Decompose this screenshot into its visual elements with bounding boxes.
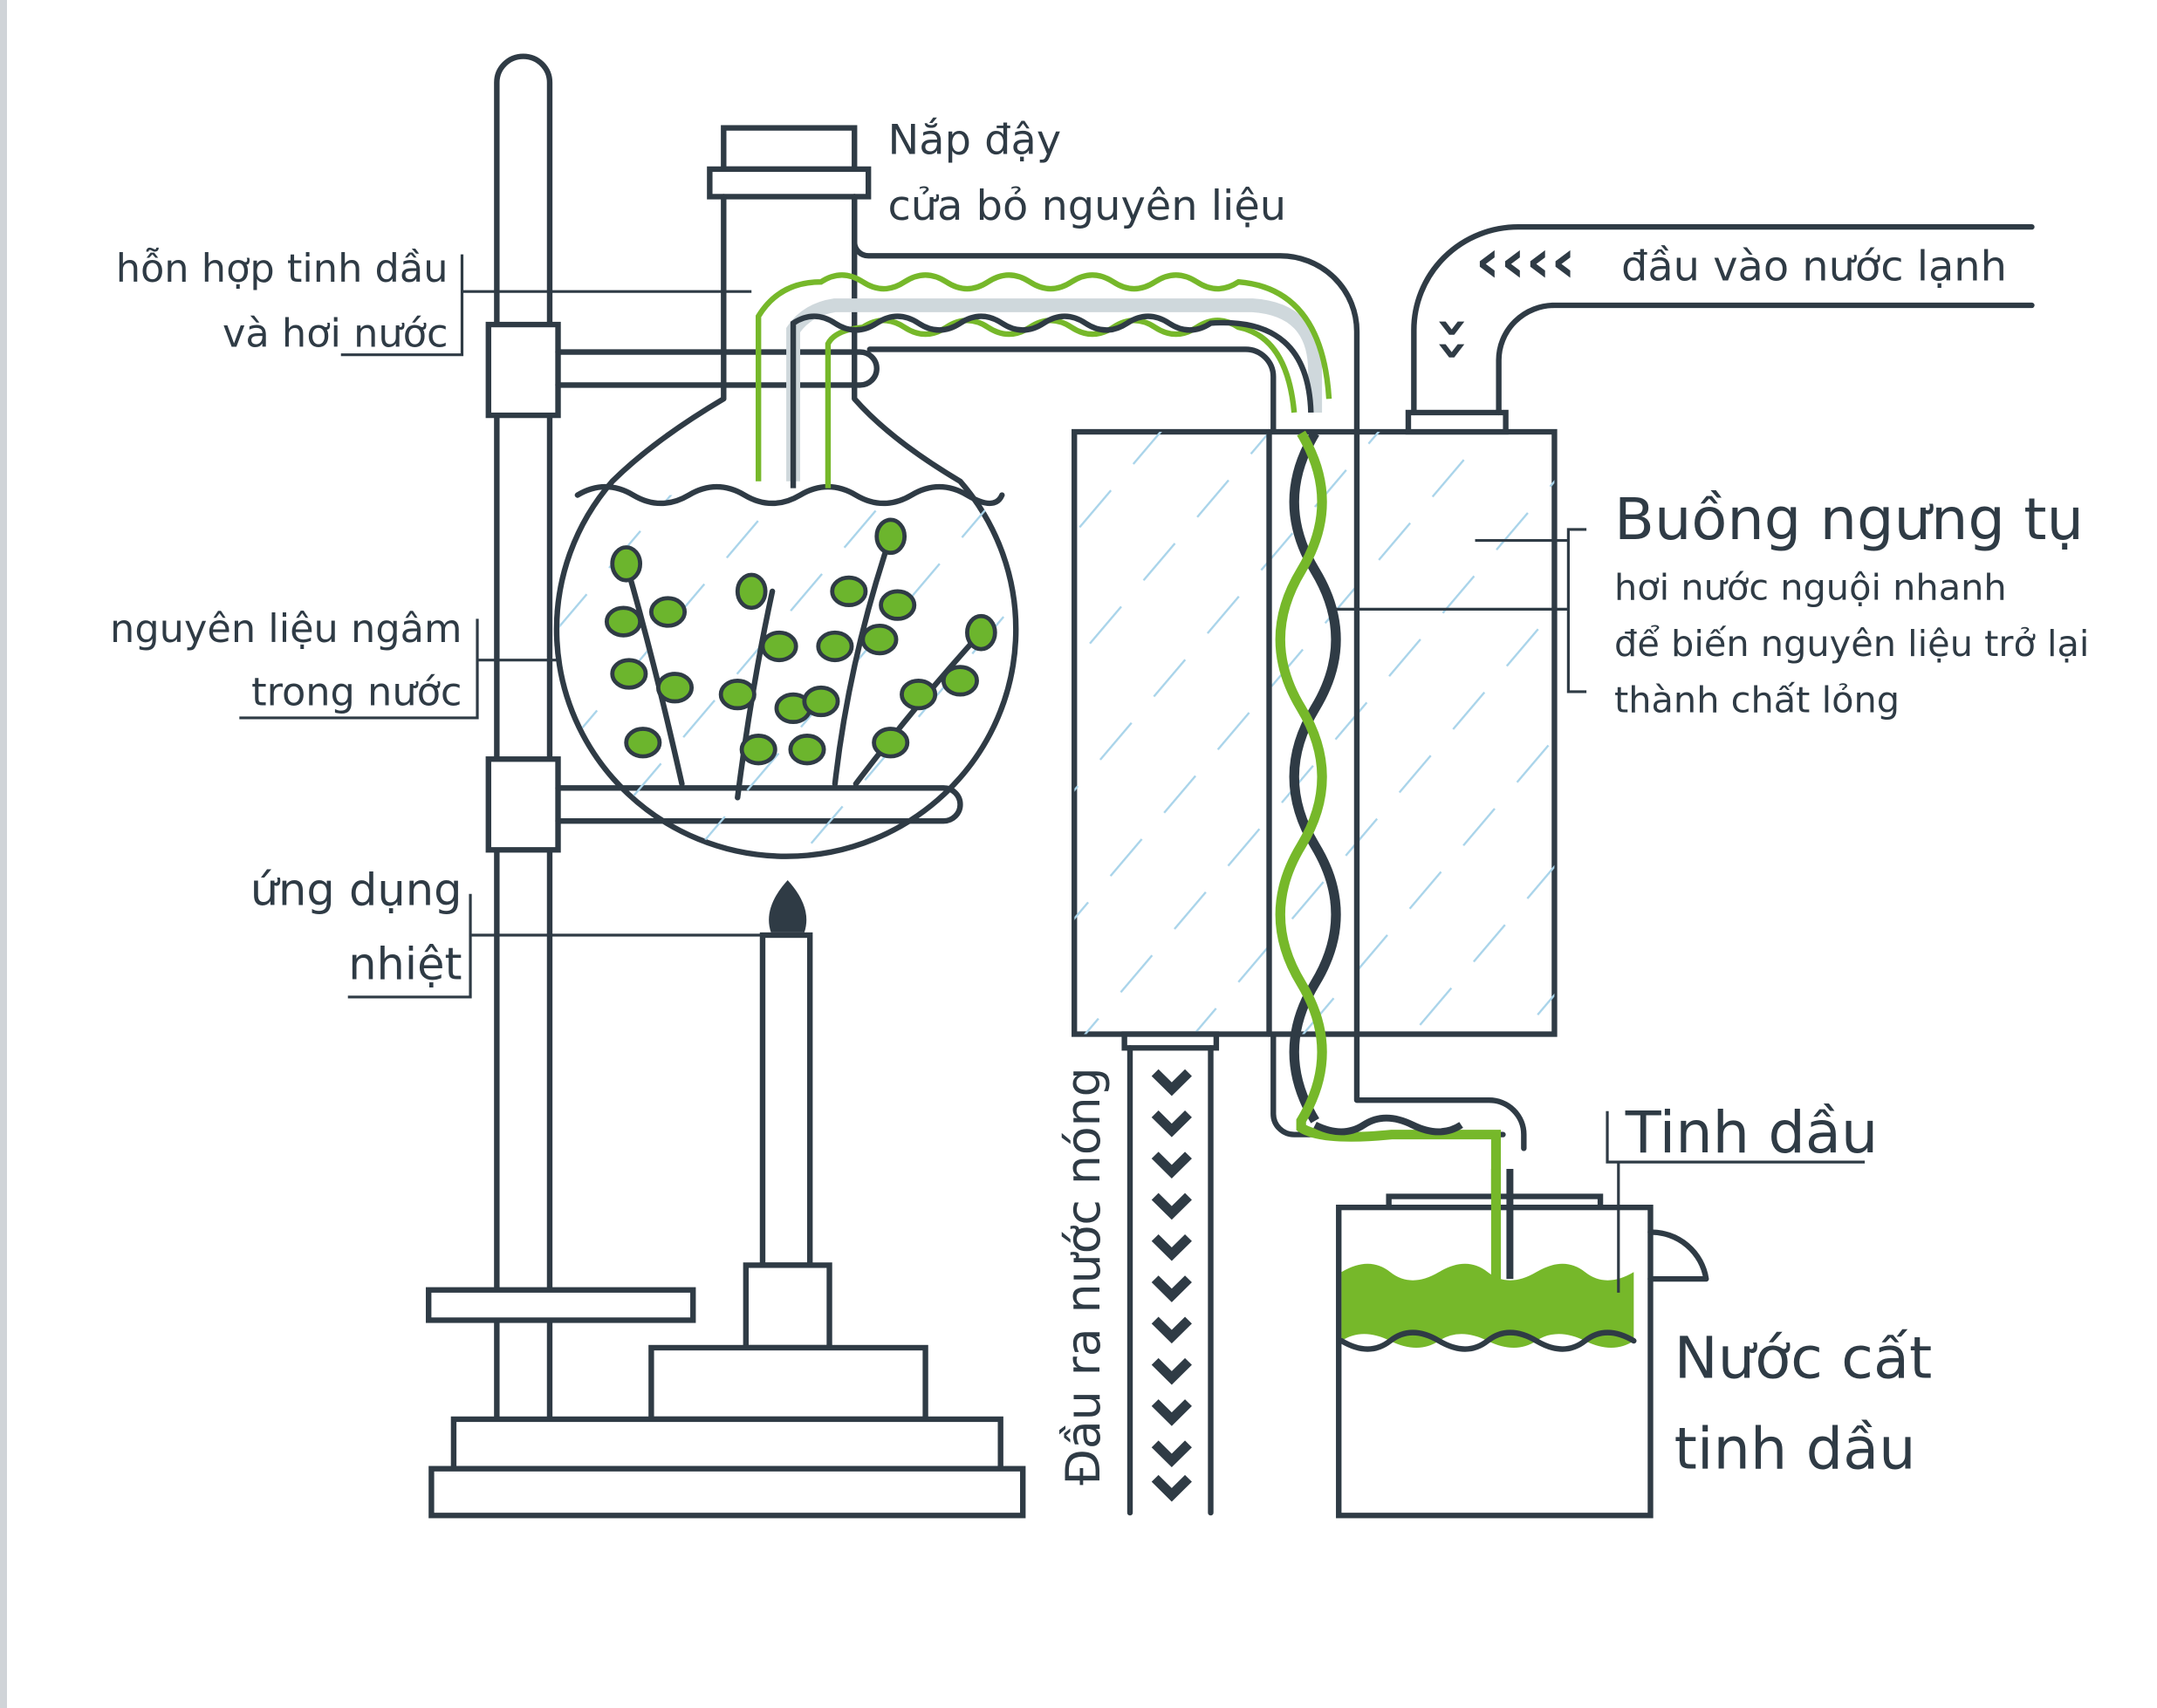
label-hydrosol-2: tinh dầu <box>1674 1415 1916 1483</box>
label-hot-out: Đầu ra nước nóng <box>1056 1067 1111 1485</box>
vapor-tube <box>755 194 1527 1151</box>
label-mixture-2: và hơi nước <box>223 312 449 357</box>
plant-material <box>604 517 997 801</box>
svg-text:‹‹‹‹: ‹‹‹‹ <box>1476 227 1577 297</box>
leader-lines <box>239 254 1866 1293</box>
label-condenser-desc-3: thành chất lỏng <box>1614 680 1900 721</box>
cold-water-inlet: ‹‹‹‹ ‹‹ <box>1405 223 2035 435</box>
label-cap: Nắp đậy <box>888 117 1062 165</box>
label-heat-1: ứng dụng <box>250 864 462 916</box>
label-heat-2: nhiệt <box>348 939 462 990</box>
stand-pole <box>494 53 553 1423</box>
lower-clamp <box>485 756 561 853</box>
burner <box>426 879 1026 1519</box>
label-cap-sub: cửa bỏ nguyên liệu <box>888 182 1287 230</box>
svg-text:‹‹: ‹‹ <box>1416 317 1481 362</box>
label-condenser-desc-2: để biến nguyên liệu trở lại <box>1614 623 2089 665</box>
label-condenser-title: Buồng ngưng tụ <box>1614 485 2084 553</box>
left-border <box>0 0 7 1708</box>
label-oil: Tinh dầu <box>1625 1098 1879 1166</box>
label-condenser-desc-1: hơi nước nguội nhanh <box>1614 567 2007 609</box>
hot-water-outlet <box>1121 1031 1220 1516</box>
receiving-vessel <box>1336 1169 1709 1519</box>
outflow-arrows-icon <box>1151 1069 1192 1502</box>
label-mixture-1: hỗn hợp tinh dầu <box>116 247 449 291</box>
condenser-chamber <box>1072 428 1558 1280</box>
flame-icon <box>769 879 807 933</box>
label-hydrosol-1: Nước cất <box>1674 1324 1933 1392</box>
label-material-2: trong nước <box>251 671 462 715</box>
label-material-1: nguyên liệu ngâm <box>110 607 462 652</box>
label-cold-in: đầu vào nước lạnh <box>1621 243 2007 291</box>
upper-clamp-arm <box>555 349 880 388</box>
upper-clamp <box>485 321 561 419</box>
inflow-arrows-icon: ‹‹‹‹ ‹‹ <box>1416 227 1576 362</box>
